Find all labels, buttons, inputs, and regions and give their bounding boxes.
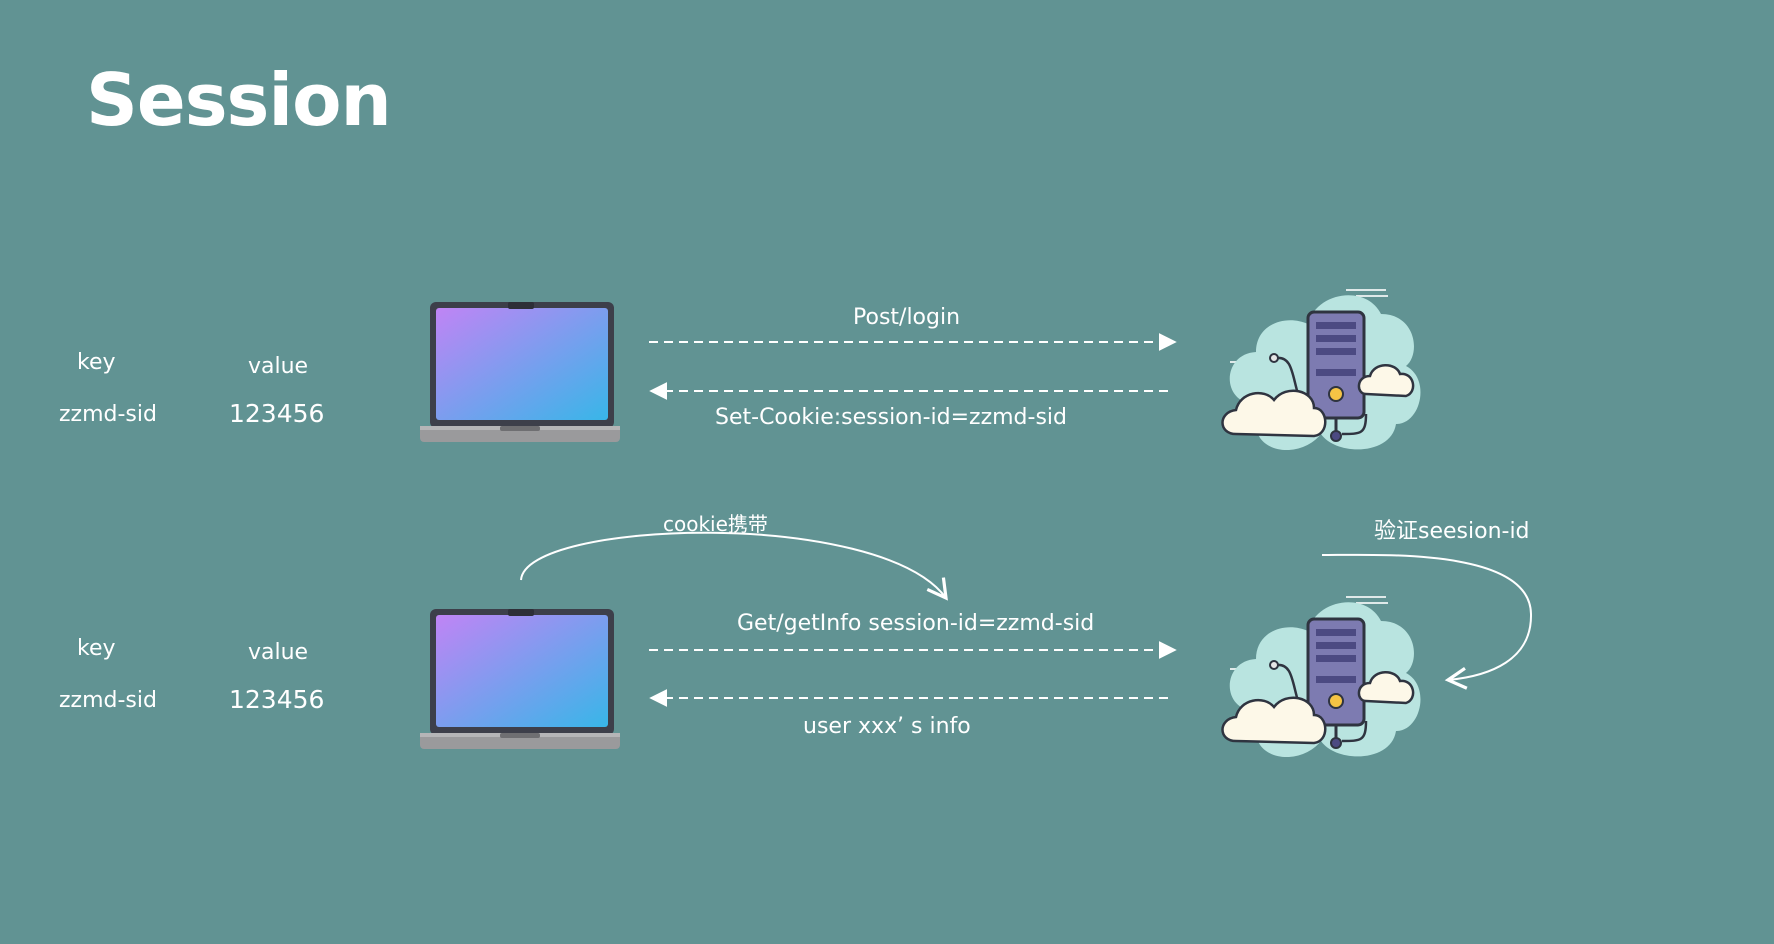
kv-value-header-2: value xyxy=(248,640,309,665)
kv-key-1: zzmd-sid xyxy=(59,402,157,427)
laptop-icon-1 xyxy=(420,302,620,442)
kv-value-2: 123456 xyxy=(229,685,325,714)
cookie-carry-arrow xyxy=(520,531,948,601)
kv-key-header-1: key xyxy=(77,350,116,375)
kv-key-2: zzmd-sid xyxy=(59,688,157,713)
server-note: 验证seesion-id xyxy=(1374,519,1530,544)
request-label-1: Post/login xyxy=(853,305,961,330)
request-label-2: Get/getInfo session-id=zzmd-sid xyxy=(737,611,1095,636)
verify-session-arrow xyxy=(1321,553,1533,690)
cloud-server-icon-2 xyxy=(1221,595,1422,759)
laptop-icon-2 xyxy=(420,609,620,749)
kv-key-header-2: key xyxy=(77,636,116,661)
cloud-server-icon-1 xyxy=(1221,288,1422,452)
page-title: Session xyxy=(86,58,392,142)
response-label-1: Set-Cookie:session-id=zzmd-sid xyxy=(715,405,1067,430)
kv-value-1: 123456 xyxy=(229,399,325,428)
response-label-2: user xxx’ s info xyxy=(803,714,971,739)
kv-value-header-1: value xyxy=(248,354,309,379)
